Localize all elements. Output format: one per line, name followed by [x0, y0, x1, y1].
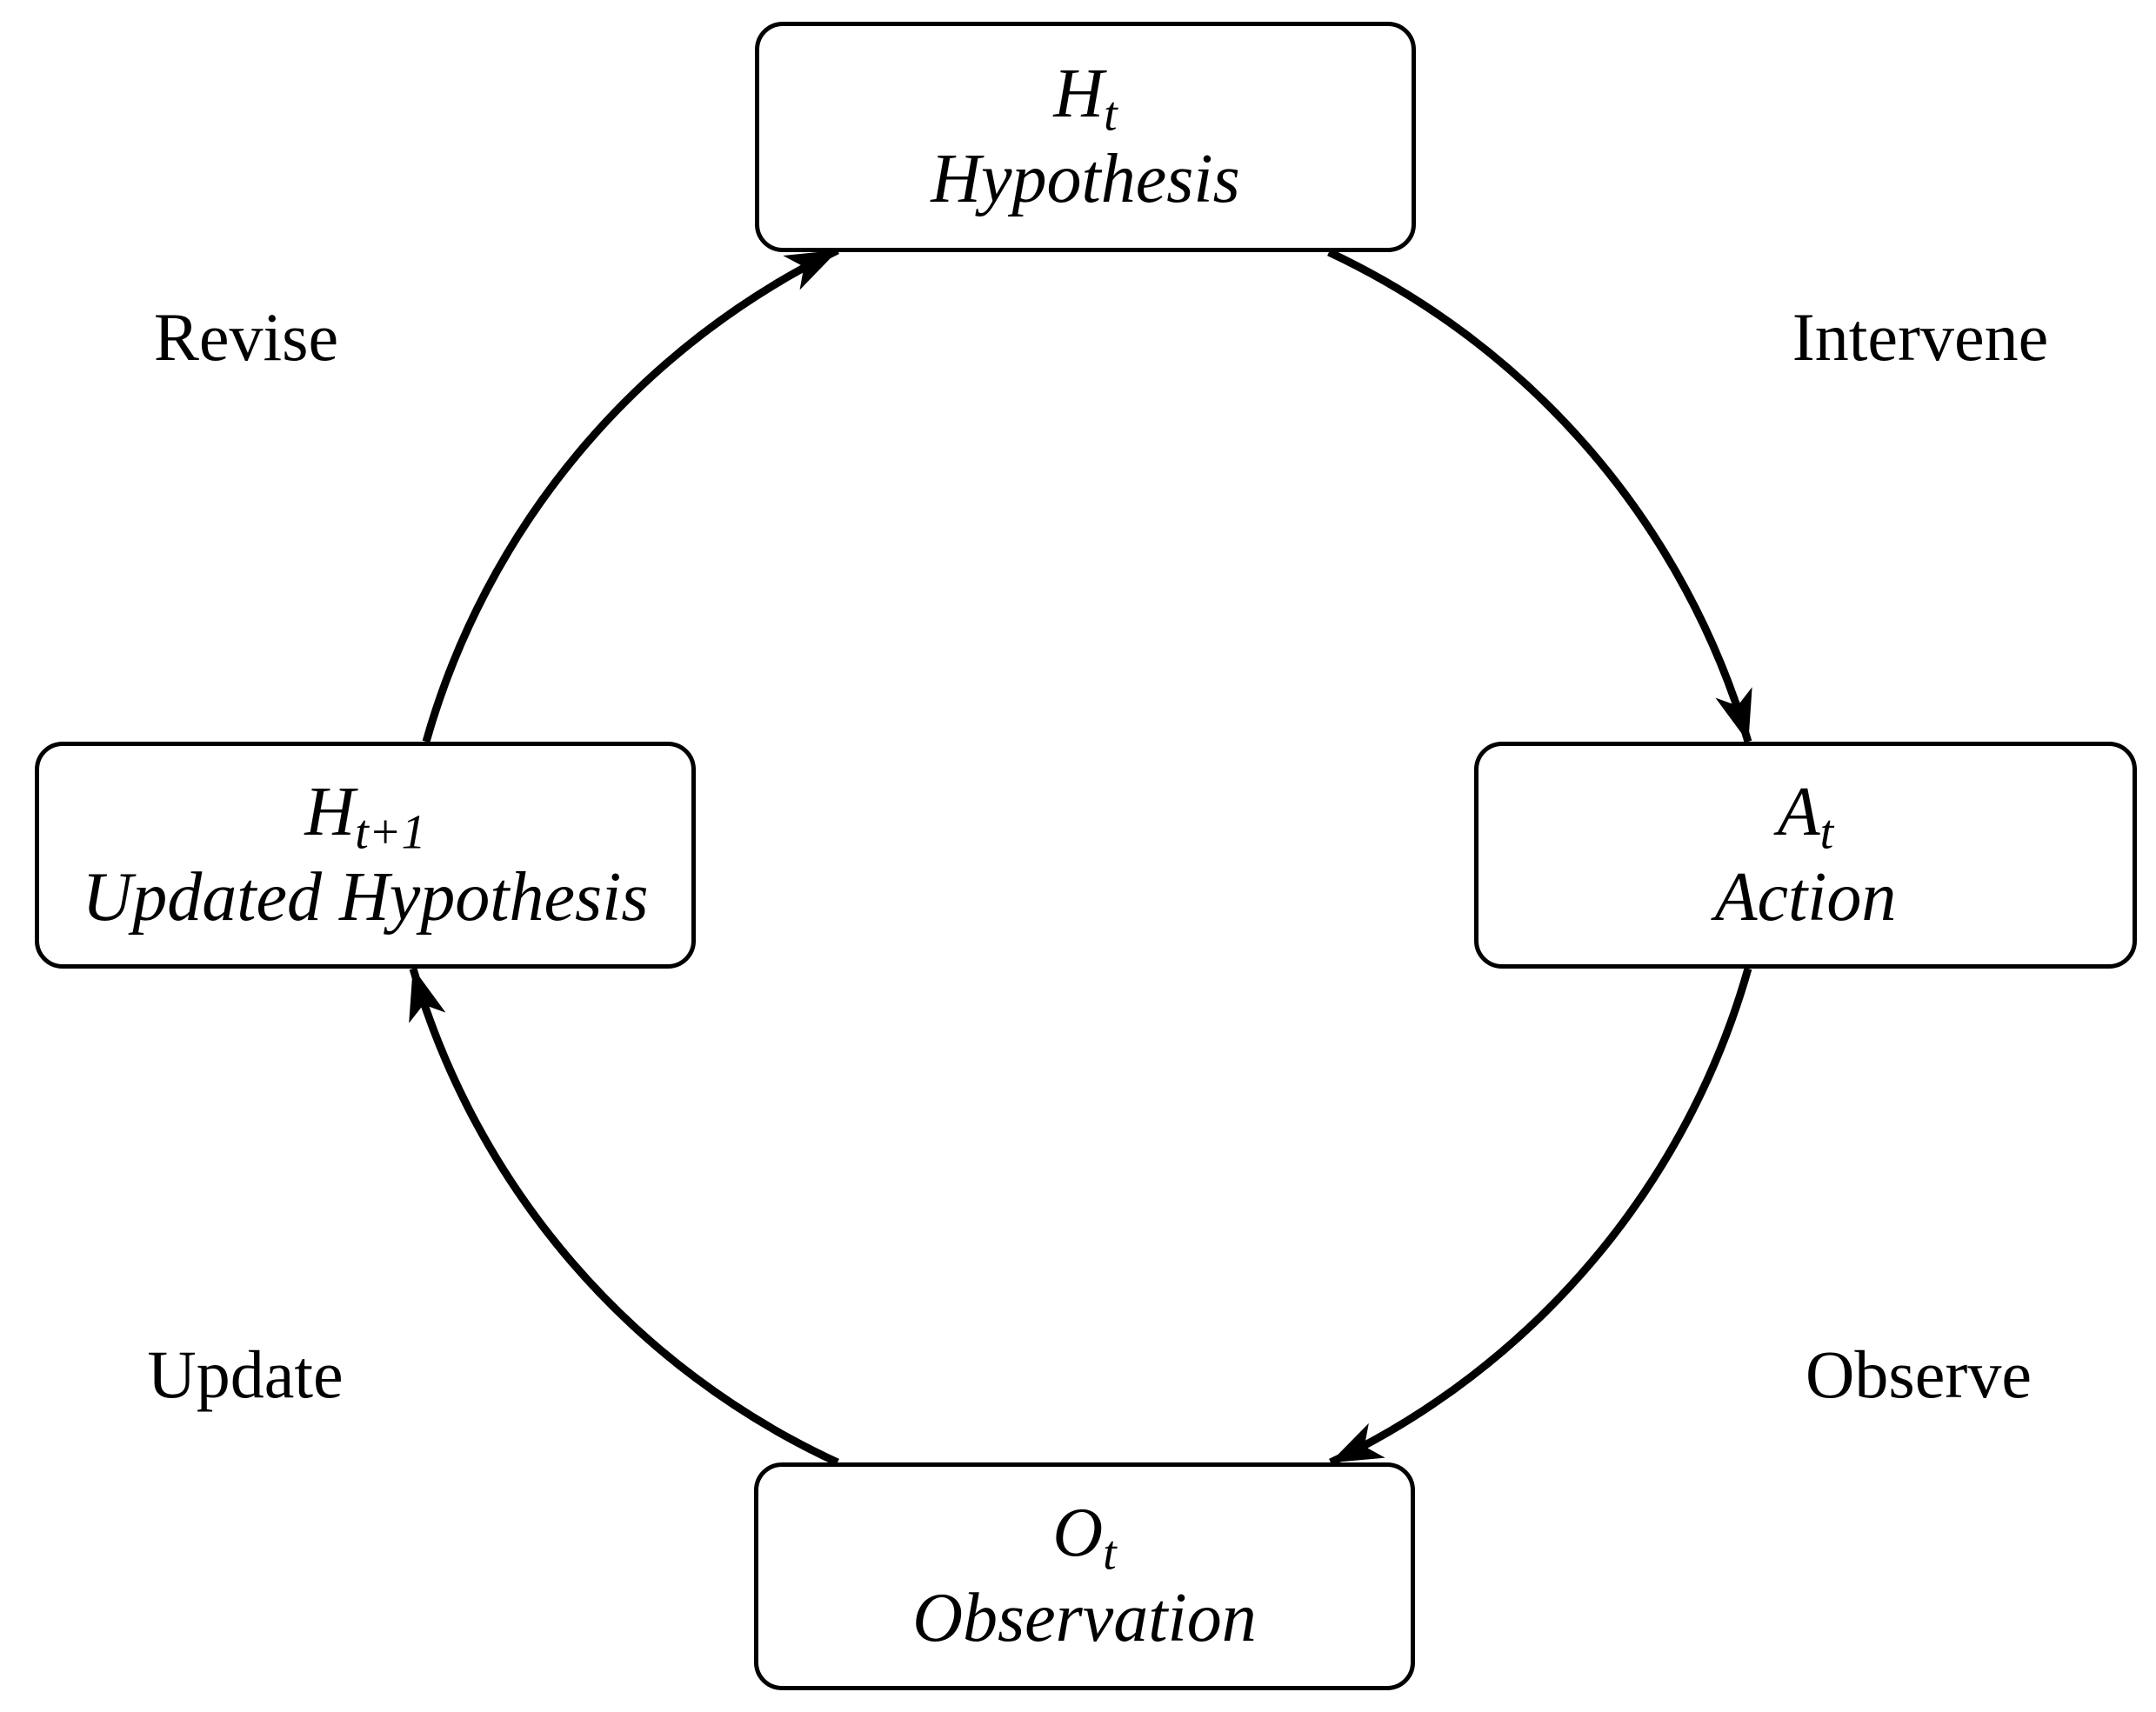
node-action-subscript: t: [1819, 805, 1834, 860]
edge-observe-arc: [1329, 967, 1752, 1467]
edge-revise-arc: [422, 246, 839, 743]
node-observation-label: Observation: [912, 1580, 1257, 1656]
node-updated-hypothesis-symbol: Ht+1: [304, 773, 426, 860]
node-hypothesis-symbol: Ht: [1053, 55, 1118, 142]
edge-intervene-arc: [1327, 248, 1752, 743]
node-observation-subscript: t: [1103, 1527, 1117, 1582]
node-hypothesis-label: Hypothesis: [931, 140, 1240, 217]
edge-update-arc: [409, 967, 839, 1467]
node-observation-symbol: Ot: [1052, 1495, 1117, 1582]
node-updated-hypothesis-label: Updated Hypothesis: [82, 858, 649, 936]
node-action: At Action: [1474, 742, 2137, 969]
node-action-label: Action: [1714, 858, 1897, 936]
node-observation: Ot Observation: [754, 1462, 1415, 1690]
node-updated-hypothesis: Ht+1 Updated Hypothesis: [35, 742, 696, 969]
edge-label-revise: Revise: [153, 299, 339, 375]
edge-label-intervene: Intervene: [1792, 299, 2049, 375]
edge-label-update: Update: [147, 1336, 344, 1412]
node-updated-hypothesis-subscript: t+1: [355, 805, 426, 860]
edge-label-observe: Observe: [1806, 1336, 2032, 1412]
node-hypothesis-subscript: t: [1104, 87, 1118, 142]
node-action-symbol: At: [1777, 773, 1834, 860]
node-hypothesis: Ht Hypothesis: [755, 22, 1416, 252]
